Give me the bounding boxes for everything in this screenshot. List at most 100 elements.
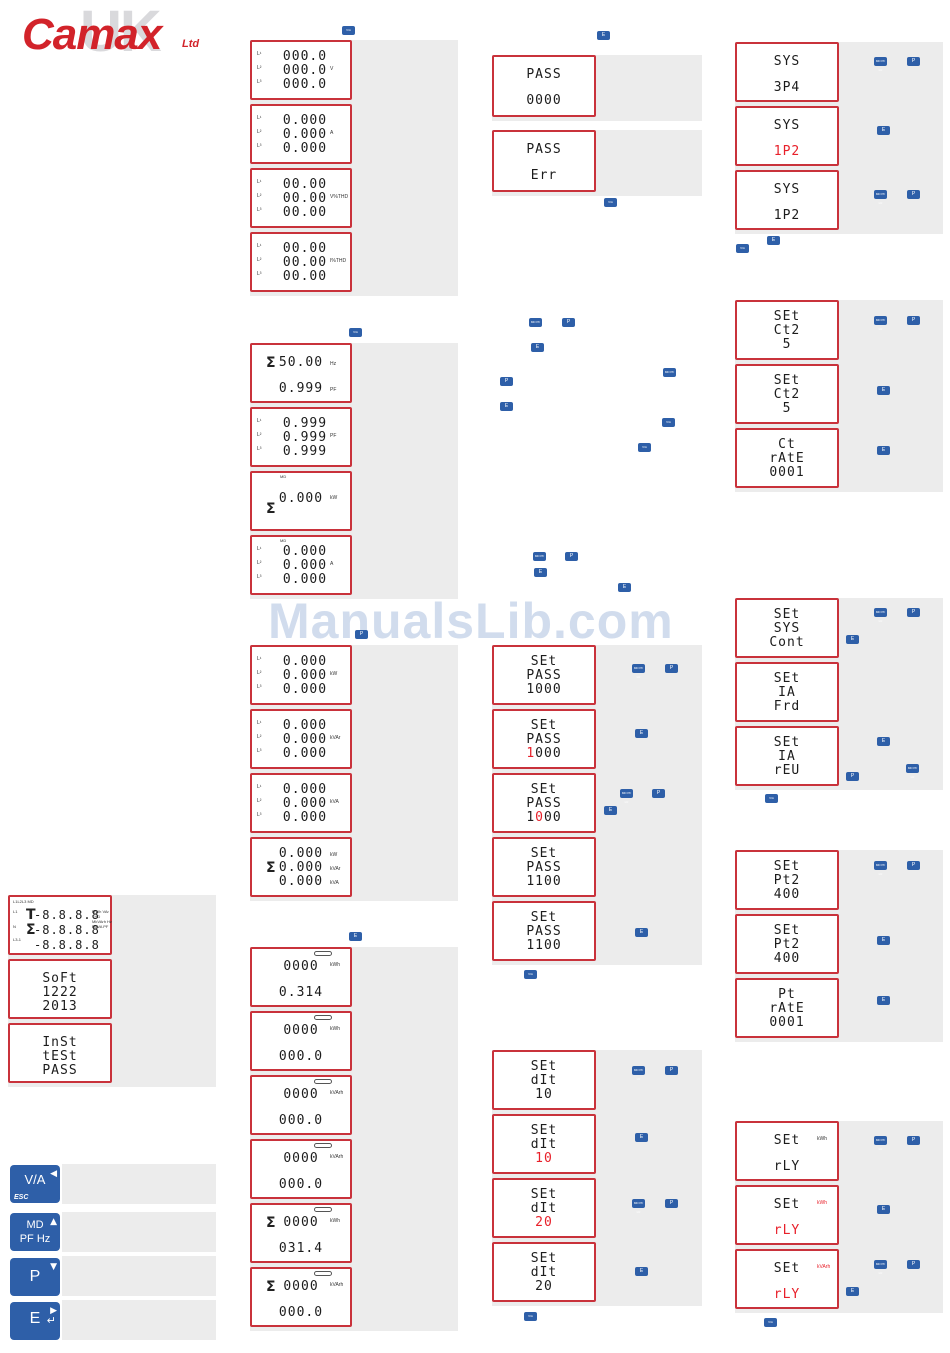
md-key-icon[interactable]: MD PF Hz xyxy=(620,789,633,804)
p-key-icon[interactable]: P xyxy=(562,318,575,327)
p-key-icon[interactable]: P xyxy=(907,608,920,617)
e-key-icon[interactable]: E xyxy=(767,236,780,245)
lcd-line: SYS xyxy=(773,621,801,636)
p-key-icon[interactable]: P xyxy=(665,1066,678,1075)
va-key-icon[interactable]: V/A xyxy=(604,198,617,207)
md-key-icon[interactable]: MD PF Hz xyxy=(874,190,887,205)
phase-label: L¹ xyxy=(257,51,262,57)
md-label: MD xyxy=(280,538,287,543)
va-key-icon[interactable]: V/A xyxy=(524,1312,537,1321)
e-key-icon[interactable]: E xyxy=(349,932,362,941)
logo-brand: Camax xyxy=(22,10,162,59)
lcd-inst-test: InSt tESt PASS xyxy=(8,1023,112,1083)
md-key-icon[interactable]: MD PF Hz xyxy=(874,608,887,623)
p-key-icon[interactable]: P xyxy=(565,552,578,561)
lcd-line: 20 xyxy=(535,1279,553,1294)
va-key-icon[interactable]: V/A xyxy=(342,26,355,35)
e-key-icon[interactable]: E xyxy=(531,343,544,352)
e-key-icon[interactable]: E xyxy=(877,386,890,395)
phase-label: L³ xyxy=(257,446,262,452)
lcd-line: 5 xyxy=(782,401,792,416)
e-enter-key[interactable]: E▶↵ xyxy=(10,1302,60,1340)
p-key-icon[interactable]: P xyxy=(665,1199,678,1208)
va-key-icon[interactable]: V/A xyxy=(736,244,749,253)
lcd-line: 000.0 xyxy=(278,1049,324,1064)
md-key-icon[interactable]: MD PF Hz xyxy=(906,764,919,779)
e-key-icon[interactable]: E xyxy=(635,1267,648,1276)
e-key-icon[interactable]: E xyxy=(597,31,610,40)
lcd-line: Pt2 xyxy=(773,873,801,888)
e-key-icon[interactable]: E xyxy=(846,1287,859,1296)
unit-label: kVAr xyxy=(330,866,341,872)
e-key-icon[interactable]: E xyxy=(635,1133,648,1142)
e-key-icon[interactable]: E xyxy=(635,729,648,738)
md-key-icon[interactable]: MD PF Hz xyxy=(529,318,542,333)
e-key-icon[interactable]: E xyxy=(604,806,617,815)
e-key-icon[interactable]: E xyxy=(877,996,890,1005)
e-key-icon[interactable]: E xyxy=(877,1205,890,1214)
p-key[interactable]: P▼ xyxy=(10,1258,60,1296)
e-key-icon[interactable]: E xyxy=(500,402,513,411)
va-key-icon[interactable]: V/A xyxy=(765,794,778,803)
e-key-icon[interactable]: E xyxy=(877,737,890,746)
p-key-icon[interactable]: P xyxy=(907,1136,920,1145)
md-key-icon[interactable]: MD PF Hz xyxy=(632,1066,645,1081)
p-key-icon[interactable]: P xyxy=(665,664,678,673)
md-key-icon[interactable]: MD PF Hz xyxy=(874,1136,887,1151)
p-key-icon[interactable]: P xyxy=(907,316,920,325)
va-key-icon[interactable]: V/A xyxy=(638,443,651,452)
unit-label: A xyxy=(330,561,334,567)
lcd-line: 0001 xyxy=(769,1015,805,1030)
lcd-line: 0.000 xyxy=(282,113,328,128)
e-key-icon[interactable]: E xyxy=(846,635,859,644)
md-key-icon[interactable]: MD PF Hz xyxy=(874,861,887,876)
p-key-icon[interactable]: P xyxy=(907,190,920,199)
va-key-icon[interactable]: V/A xyxy=(524,970,537,979)
lcd-line: SEt xyxy=(773,373,801,388)
md-key-icon[interactable]: MD PF Hz xyxy=(533,552,546,567)
lcd-line: 1000 xyxy=(526,746,562,761)
lcd-line: 0.000 xyxy=(282,668,328,683)
va-key-icon[interactable]: V/A xyxy=(764,1318,777,1327)
phase-label: L¹ xyxy=(257,546,262,552)
p-key-icon[interactable]: P xyxy=(907,1260,920,1269)
e-key-icon[interactable]: E xyxy=(618,583,631,592)
lcd-line: 0.000 xyxy=(278,846,324,861)
phase-label: L¹ xyxy=(257,243,262,249)
p-key-icon[interactable]: P xyxy=(500,377,513,386)
va-key-icon[interactable]: V/A xyxy=(662,418,675,427)
e-key-icon[interactable]: E xyxy=(877,936,890,945)
p-key-icon[interactable]: P xyxy=(846,772,859,781)
e-key-icon[interactable]: E xyxy=(877,446,890,455)
p-key-icon[interactable]: P xyxy=(652,789,665,798)
md-key-icon[interactable]: MD PF Hz xyxy=(663,368,676,383)
md-key-icon[interactable]: MD PF Hz xyxy=(632,1199,645,1214)
p-key-icon[interactable]: P xyxy=(907,57,920,66)
e-key-icon[interactable]: E xyxy=(534,568,547,577)
lcd-line: rLY xyxy=(773,1223,801,1238)
va-key-icon[interactable]: V/A xyxy=(349,328,362,337)
lcd-line: 00.00 xyxy=(282,191,328,206)
lcd-line: SEt xyxy=(530,718,558,733)
p-key-icon[interactable]: P xyxy=(907,861,920,870)
lcd-line: 10 xyxy=(535,1087,553,1102)
md-key-icon[interactable]: MD PF Hz xyxy=(874,1260,887,1275)
md-key-icon[interactable]: MD PF Hz xyxy=(874,57,887,72)
e-key-icon[interactable]: E xyxy=(877,126,890,135)
e-key-icon[interactable]: E xyxy=(635,928,648,937)
md-key-icon[interactable]: MD PF Hz xyxy=(874,316,887,331)
p-key-icon[interactable]: P xyxy=(355,630,368,639)
lcd-line: 50.00 xyxy=(278,355,324,370)
md-key-icon[interactable]: MD PF Hz xyxy=(632,664,645,679)
